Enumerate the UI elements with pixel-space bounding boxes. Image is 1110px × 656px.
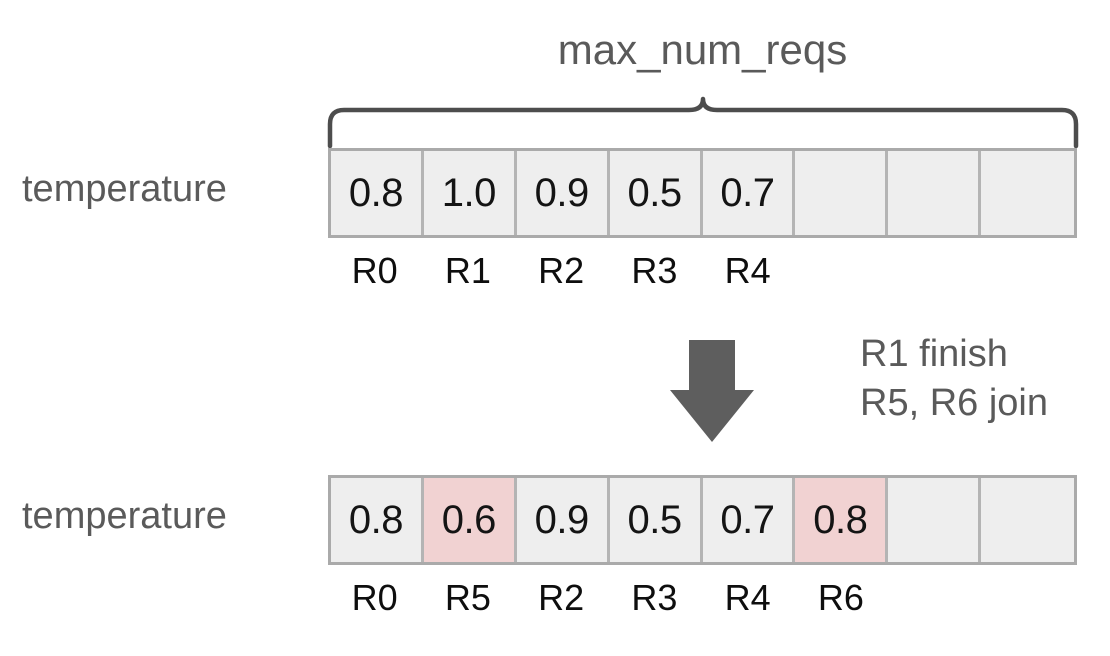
array-cell: 0.5 (609, 151, 703, 235)
curly-brace-icon (327, 96, 1079, 148)
request-id-label: R5 (444, 577, 491, 618)
request-id-label: R2 (538, 250, 585, 291)
array-cell: 0.7 (702, 151, 796, 235)
request-id-labels-after: R0 R5 R2 R3 R4 R6 (328, 577, 1077, 619)
row-label-temperature-before: temperature (22, 168, 227, 210)
row-label-temperature-after: temperature (22, 495, 227, 537)
array-cell: 0.7 (702, 478, 796, 562)
request-id-label: R0 (351, 577, 398, 618)
request-id-label-blank (888, 250, 981, 292)
array-cell-empty (888, 478, 982, 562)
array-cell-empty (888, 151, 982, 235)
request-id-label: R1 (444, 250, 491, 291)
transition-note: R1 finish R5, R6 join (860, 330, 1048, 428)
request-id-label: R4 (724, 250, 771, 291)
request-id-label: R4 (724, 577, 771, 618)
array-cell-empty (981, 478, 1074, 562)
transition-note-line-1: R1 finish (860, 333, 1008, 375)
request-id-label: R0 (351, 250, 398, 291)
array-cell-highlighted: 0.8 (795, 478, 889, 562)
array-cell: 0.8 (331, 151, 424, 235)
array-cell: 0.9 (516, 151, 610, 235)
request-id-label-blank (888, 577, 981, 619)
transition-note-line-2: R5, R6 join (860, 382, 1048, 424)
request-id-label-blank (981, 577, 1074, 619)
array-cell: 0.8 (331, 478, 424, 562)
temperature-array-before: 0.8 1.0 0.9 0.5 0.7 (328, 148, 1077, 238)
request-id-label: R3 (631, 577, 678, 618)
array-cell: 0.5 (609, 478, 703, 562)
array-cell: 0.9 (516, 478, 610, 562)
request-id-label: R2 (538, 577, 585, 618)
request-id-label: R3 (631, 250, 678, 291)
request-id-label-blank (794, 250, 887, 292)
brace-label-max-num-reqs: max_num_reqs (557, 26, 848, 73)
temperature-array-after: 0.8 0.6 0.9 0.5 0.7 0.8 (328, 475, 1077, 565)
request-id-label: R6 (817, 577, 864, 618)
request-id-label-blank (981, 250, 1074, 292)
array-cell-empty (981, 151, 1074, 235)
down-arrow-icon (670, 340, 754, 442)
array-cell-highlighted: 0.6 (423, 478, 517, 562)
array-cell-empty (795, 151, 889, 235)
array-cell: 1.0 (423, 151, 517, 235)
request-id-labels-before: R0 R1 R2 R3 R4 (328, 250, 1077, 292)
